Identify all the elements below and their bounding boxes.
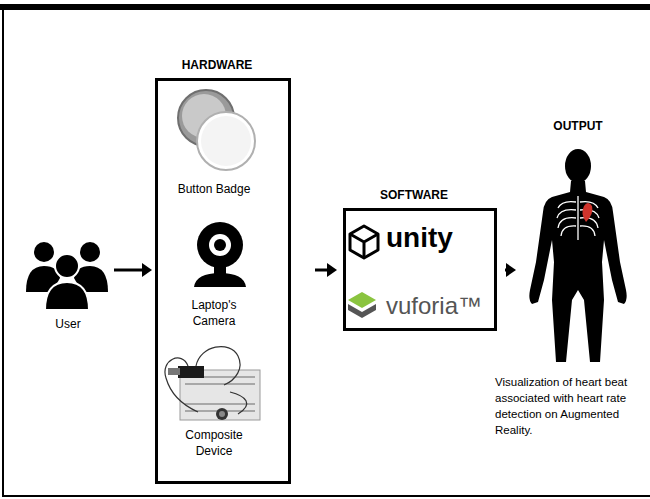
flow-arrow (114, 263, 152, 277)
item-label: Composite Device (179, 427, 249, 459)
logo-text: vuforia™ (386, 293, 482, 319)
section-heading: HARDWARE (148, 57, 286, 73)
output-description: Visualization of heart beat associated w… (495, 374, 647, 438)
hardware-item: Composite Device (160, 427, 268, 465)
user-node: User (22, 232, 114, 336)
unity-logo-mark (350, 226, 378, 258)
logo-text: unity (386, 223, 453, 254)
outer-frame (3, 8, 650, 496)
vuforia-logo-mark (348, 292, 376, 318)
item-label: Laptop's Camera (181, 297, 247, 329)
section-heading: OUTPUT (518, 118, 638, 134)
user-label: User (22, 316, 114, 332)
camera-icon (194, 222, 246, 287)
software-box: SOFTWAREunityvuforia™ (343, 208, 497, 331)
flow-arrow (505, 263, 516, 277)
item-label: Button Badge (160, 181, 268, 197)
top-bar (0, 4, 650, 10)
hardware-item: Button Badge (160, 181, 268, 203)
human-figure (529, 149, 626, 362)
output-node: OUTPUTVisualization of heart beat associ… (518, 118, 646, 448)
button-badge-picture (178, 90, 255, 170)
section-heading: SOFTWARE (336, 187, 492, 203)
hardware-item: Laptop's Camera (160, 297, 268, 335)
user-icon (26, 242, 108, 310)
flow-arrow (315, 263, 337, 277)
hardware-box: HARDWAREButton BadgeLaptop's CameraCompo… (155, 78, 291, 484)
composite-device-picture (165, 347, 260, 420)
